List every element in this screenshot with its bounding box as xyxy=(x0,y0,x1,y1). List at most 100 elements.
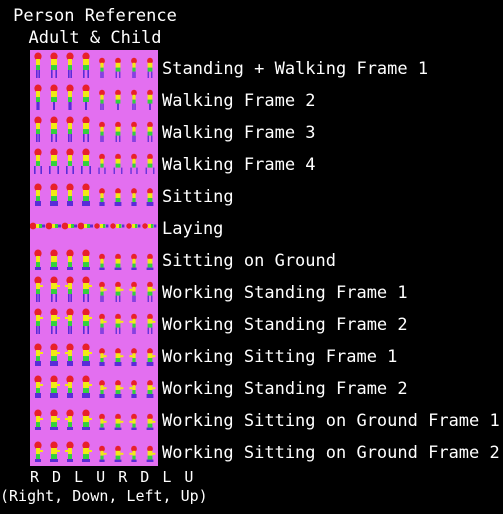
sprite-legs xyxy=(134,327,136,334)
sprite-legs xyxy=(50,393,58,398)
sprite-legs xyxy=(146,394,154,398)
sprite-legs xyxy=(138,224,141,228)
sprite-head xyxy=(34,116,42,125)
sprite-torso xyxy=(51,350,57,357)
sprite-legs xyxy=(115,135,117,142)
sprite-figure xyxy=(50,343,60,366)
sprite-torso xyxy=(100,193,104,199)
sprite-torso xyxy=(84,224,88,228)
sprite-figure xyxy=(34,308,43,334)
sprite-head xyxy=(126,223,132,229)
sprite-torso xyxy=(51,155,57,162)
sprite-legs xyxy=(134,71,136,78)
sprite-head xyxy=(99,313,105,321)
sprite-hips xyxy=(147,423,153,428)
sprite-arm xyxy=(120,387,124,390)
sprite-head xyxy=(94,223,100,229)
sprite-figure xyxy=(129,380,137,398)
sprite-torso xyxy=(83,416,89,423)
direction-legend: (Right, Down, Left, Up) xyxy=(0,487,208,505)
sprite-torso xyxy=(147,353,153,359)
sprite-figure xyxy=(129,313,137,334)
sprite-hips xyxy=(51,388,57,393)
sprite-row xyxy=(34,343,156,366)
sprite-legs xyxy=(70,102,72,110)
sprite-torso xyxy=(100,126,104,132)
sprite-legs xyxy=(82,201,90,206)
sprite-hips xyxy=(100,455,104,460)
sprite-legs xyxy=(146,427,154,430)
sprite-figure xyxy=(65,409,74,430)
sprite-arm xyxy=(129,320,133,323)
sprite-figure xyxy=(50,308,60,334)
sprite-arm xyxy=(57,352,60,354)
sprite-hips xyxy=(132,390,136,394)
sprite-legs xyxy=(130,167,132,174)
sprite-legs xyxy=(36,70,38,78)
sprite-hips xyxy=(115,163,121,168)
sprite-torso xyxy=(100,224,104,228)
sprite-arm xyxy=(89,317,92,319)
sprite-legs xyxy=(70,294,72,302)
sprite-torso xyxy=(36,256,40,263)
sprite-arm xyxy=(129,355,133,358)
sprite-hips xyxy=(51,129,57,134)
sprite-legs xyxy=(100,135,102,142)
sprite-hips xyxy=(115,455,121,460)
sprite-head xyxy=(66,343,74,352)
sprite-arm xyxy=(65,317,68,319)
sprite-sheet xyxy=(30,50,158,466)
sprite-torso xyxy=(51,382,57,389)
sprite-head xyxy=(50,343,58,352)
sprite-legs xyxy=(147,135,149,142)
sprite-head xyxy=(34,249,42,258)
sprite-head xyxy=(99,253,105,261)
sprite-torso xyxy=(115,450,121,456)
sheet-subtitle: Adult & Child xyxy=(28,28,162,48)
sprite-torso xyxy=(100,158,104,164)
sprite-figure xyxy=(147,57,153,78)
sprite-hips xyxy=(115,358,121,362)
sprite-torso xyxy=(147,193,153,199)
sprite-figure xyxy=(50,409,60,430)
sprite-arm xyxy=(129,387,133,390)
sprite-hips xyxy=(83,289,89,294)
sprite-legs xyxy=(55,70,57,78)
sprite-hips xyxy=(100,263,104,268)
sprite-head xyxy=(99,413,105,421)
sprite-arm xyxy=(57,384,60,386)
sprite-figure xyxy=(66,183,74,206)
sprite-legs xyxy=(134,295,136,302)
sprite-arm xyxy=(129,420,133,423)
sprite-figure xyxy=(82,343,92,366)
sprite-hips xyxy=(100,131,104,136)
row-label: Working Standing Frame 2 xyxy=(162,315,408,335)
sprite-hips xyxy=(68,454,72,459)
sprite-head xyxy=(66,183,74,192)
sprite-hips xyxy=(51,321,57,326)
sprite-torso xyxy=(52,224,56,228)
sprite-legs xyxy=(53,102,55,110)
sprite-head xyxy=(115,413,121,421)
sprite-figure xyxy=(65,308,74,334)
sprite-arm xyxy=(103,387,107,390)
sprite-head xyxy=(99,89,105,97)
sprite-torso xyxy=(36,283,40,290)
sprite-head xyxy=(115,313,121,321)
sprite-figure xyxy=(66,148,74,174)
sprite-legs xyxy=(51,70,53,78)
sprite-hips xyxy=(68,97,72,102)
sprite-hips xyxy=(68,262,72,267)
sprite-figure xyxy=(145,153,155,174)
sprite-head xyxy=(99,153,105,161)
sprite-legs xyxy=(51,294,53,302)
sprite-head xyxy=(99,57,105,65)
sprite-figure xyxy=(65,343,74,366)
sprite-arm xyxy=(57,317,60,319)
sprite-legs xyxy=(119,71,121,78)
sprite-hips xyxy=(132,358,136,362)
sprite-legs xyxy=(35,201,41,206)
row-label: Working Sitting Frame 1 xyxy=(162,347,398,367)
sprite-torso xyxy=(100,258,104,264)
sprite-hips xyxy=(100,358,104,362)
